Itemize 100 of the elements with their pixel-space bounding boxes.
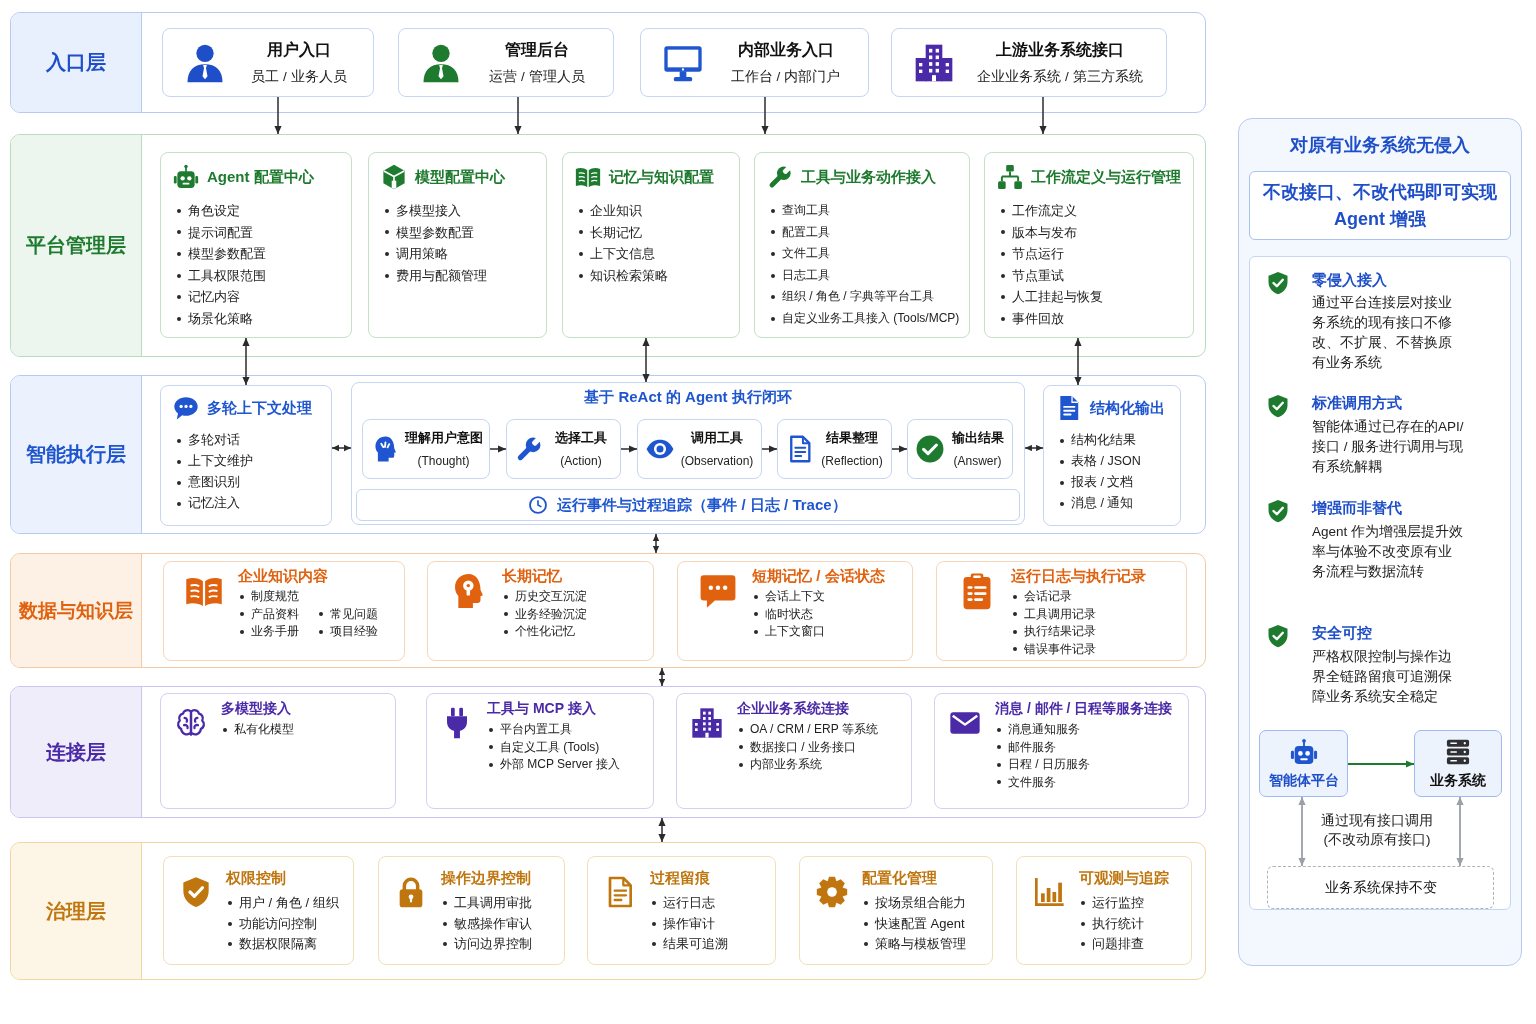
list-item: 工具权限范围 bbox=[175, 264, 266, 287]
card-title: 过程留痕 bbox=[650, 868, 710, 888]
module-card bbox=[160, 385, 332, 526]
status-text: 业务系统保持不变 bbox=[1324, 878, 1437, 897]
list-item: 角色设定 bbox=[175, 200, 240, 222]
arrow bbox=[761, 445, 778, 453]
list-item: 人工挂起与恢复 bbox=[999, 286, 1103, 308]
card-title: 运行日志与执行记录 bbox=[1011, 566, 1146, 586]
list-item: 费用与配额管理 bbox=[383, 264, 487, 287]
feature-description: 智能体通过已存在的API/ 接口 / 服务进行调用与现有系统解耦 bbox=[1312, 418, 1464, 476]
card-title: 操作边界控制 bbox=[441, 868, 531, 888]
list-item: 查询工具 bbox=[769, 200, 830, 222]
module-card bbox=[677, 561, 913, 661]
module-card bbox=[984, 152, 1194, 338]
card-title: 工作流定义与运行管理 bbox=[1031, 167, 1181, 187]
list-item: 版本与发布 bbox=[999, 221, 1077, 244]
list-item: 日志工具 bbox=[769, 264, 830, 287]
list-item: 意图识别 bbox=[175, 472, 240, 493]
layer-band bbox=[10, 134, 1206, 357]
entry-card bbox=[162, 28, 374, 97]
layer-title: 治理层 bbox=[46, 898, 106, 924]
step-card bbox=[362, 419, 490, 479]
card-subtitle: 员工 / 业务人员 bbox=[251, 67, 347, 86]
feature-title: 增强而非替代 bbox=[1312, 498, 1402, 518]
feature-title: 零侵入接入 bbox=[1312, 270, 1387, 290]
feature-panel bbox=[1249, 256, 1511, 910]
step-subtitle: (Action) bbox=[560, 454, 602, 468]
list-item: 快速配置 Agent bbox=[862, 913, 965, 934]
list-item: 执行统计 bbox=[1079, 913, 1144, 934]
list-item: 节点运行 bbox=[999, 243, 1064, 265]
arrow bbox=[1347, 760, 1415, 768]
list-item: 消息通知服务 bbox=[995, 721, 1080, 739]
list-item: 提示词配置 bbox=[175, 221, 253, 244]
step-card bbox=[506, 419, 621, 479]
card-title: 消息 / 邮件 / 日程等服务连接 bbox=[995, 699, 1173, 718]
module-card bbox=[163, 561, 405, 661]
step-subtitle: (Observation) bbox=[680, 454, 754, 468]
module-card bbox=[676, 693, 912, 809]
card-subtitle: 运营 / 管理人员 bbox=[489, 67, 585, 86]
module-card bbox=[426, 693, 654, 809]
list-item: 上下文信息 bbox=[577, 243, 655, 265]
entry-card bbox=[398, 28, 614, 97]
list-item: 私有化模型 bbox=[221, 721, 294, 739]
double-arrow bbox=[652, 533, 660, 554]
card-title: 结构化输出 bbox=[1090, 398, 1165, 418]
list-item: 长期记忆 bbox=[577, 221, 642, 244]
list-item: 事件回放 bbox=[999, 307, 1064, 330]
card-title: 短期记忆 / 会话状态 bbox=[752, 566, 885, 586]
double-arrow bbox=[642, 337, 650, 383]
layer-band bbox=[10, 12, 1206, 113]
list-item: 功能访问控制 bbox=[226, 913, 317, 934]
list-item: 内部业务系统 bbox=[737, 756, 822, 774]
module-card bbox=[562, 152, 740, 338]
step-card bbox=[907, 419, 1013, 479]
double-arrow bbox=[1074, 337, 1082, 386]
layer-band bbox=[10, 686, 1206, 818]
module-card bbox=[160, 152, 352, 338]
list-item: 上下文窗口 bbox=[752, 623, 825, 641]
list-item: 调用策略 bbox=[383, 243, 448, 265]
arrow bbox=[761, 96, 769, 135]
list-item: 模型参数配置 bbox=[383, 221, 474, 244]
list-item: 自定义业务工具接入 (Tools/MCP) bbox=[769, 307, 960, 330]
arrow bbox=[620, 445, 638, 453]
list-item: 产品资料 bbox=[238, 605, 299, 623]
list-item: 文件服务 bbox=[995, 773, 1056, 791]
card-title: 模型配置中心 bbox=[415, 167, 505, 187]
list-item: 工作流定义 bbox=[999, 200, 1077, 222]
module-card bbox=[1043, 385, 1181, 526]
trace-bar bbox=[356, 489, 1020, 521]
list-item: 场景化策略 bbox=[175, 307, 253, 330]
card-title: 多轮上下文处理 bbox=[207, 398, 312, 418]
platform-name: 智能体平台 bbox=[1268, 771, 1339, 790]
double-arrow bbox=[658, 817, 666, 843]
arrow bbox=[489, 445, 507, 453]
card-title: 上游业务系统接口 bbox=[996, 39, 1124, 60]
list-item: 日程 / 日历服务 bbox=[995, 756, 1090, 774]
module-card bbox=[427, 561, 654, 661]
highlight-text: 不改接口、不改代码即可实现 Agent 增强 bbox=[1262, 181, 1498, 231]
list-item: 组织 / 角色 / 字典等平台工具 bbox=[769, 286, 934, 308]
arrow bbox=[1039, 96, 1047, 135]
list-item: 策略与模板管理 bbox=[862, 934, 966, 955]
card-title: 权限控制 bbox=[226, 868, 286, 888]
list-item: 配置工具 bbox=[769, 221, 830, 244]
arrow bbox=[514, 96, 522, 135]
module-card bbox=[936, 561, 1187, 661]
list-item: 结构化结果 bbox=[1058, 430, 1136, 451]
list-item: 常见问题 bbox=[317, 605, 378, 623]
list-item: 邮件服务 bbox=[995, 738, 1056, 756]
list-item: 个性化记忆 bbox=[502, 623, 575, 641]
feature-description: 通过平台连接层对接业务系统的现有接口不修改、不扩展、不替换原有业务系统 bbox=[1312, 294, 1453, 372]
card-title: 内部业务入口 bbox=[737, 39, 834, 60]
list-item: 数据权限隔离 bbox=[226, 934, 317, 955]
list-item: 运行日志 bbox=[650, 893, 715, 914]
step-subtitle: (Answer) bbox=[953, 454, 1002, 468]
loop-title: 基于 ReAct 的 Agent 执行闭环 bbox=[584, 388, 792, 407]
list-item: 记忆内容 bbox=[175, 286, 240, 308]
list-item: 按场景组合能力 bbox=[862, 893, 966, 914]
list-item: 工具调用审批 bbox=[441, 893, 532, 914]
list-item: 执行结果记录 bbox=[1011, 623, 1096, 641]
module-card bbox=[163, 856, 354, 965]
